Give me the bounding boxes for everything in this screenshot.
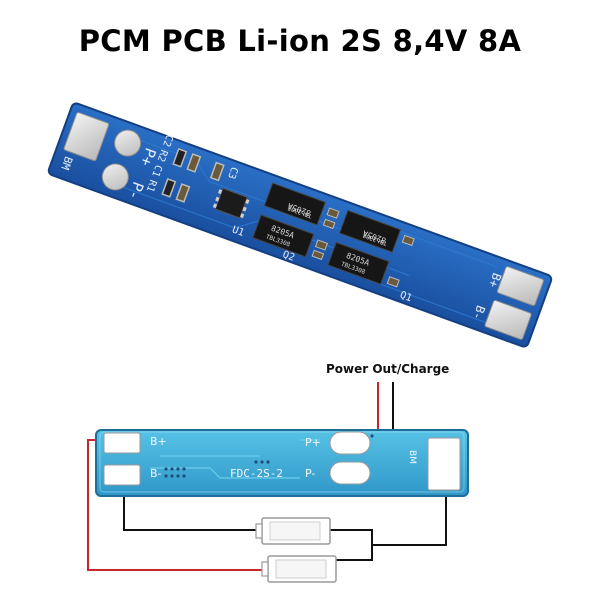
mosfet-chip-3: 8205A TBL3308	[338, 209, 402, 253]
passive-components	[161, 147, 225, 203]
board-model-label: FDC-2S-2	[230, 467, 283, 480]
diagram-p-minus-pad	[329, 461, 371, 485]
c1-silk-label: C1	[149, 163, 163, 178]
u1-silk-label: U1	[230, 224, 245, 238]
diagram-b-plus-label: B+	[150, 435, 167, 448]
black-wire-bm	[372, 490, 447, 546]
bm-pad	[63, 112, 110, 162]
c3-silk-label: C3	[225, 165, 239, 180]
black-wire-mid	[330, 529, 373, 561]
p-minus-pad	[101, 163, 129, 191]
p-minus-silk-label: P-	[124, 179, 147, 202]
b-plus-silk-label: B+	[486, 271, 504, 289]
battery-cell-2	[261, 555, 337, 583]
mosfet-chip-1: 8205A TBL3308	[263, 182, 326, 226]
diagram-b-plus-pad	[103, 432, 141, 454]
p-plus-silk-label: P+	[137, 145, 160, 168]
diagram-p-plus-pad	[329, 431, 371, 455]
q2-silk-label: Q2	[281, 249, 296, 263]
diagram-b-minus-pad	[103, 464, 141, 486]
r2-silk-label: R2	[155, 148, 169, 163]
diagram-b-minus-label: B-	[150, 467, 162, 480]
mosfet-chip-4: 8205A TBL3308	[327, 241, 390, 285]
r1-silk-label: R1	[144, 178, 158, 193]
b-minus-silk-label: B-	[470, 303, 488, 321]
bm-silk-label: BM	[58, 155, 75, 172]
page-title: PCM PCB Li-ion 2S 8,4V 8A	[78, 24, 522, 58]
c2-silk-label: C2	[160, 133, 174, 148]
battery-cell-1	[255, 517, 331, 545]
p-plus-pad	[114, 129, 142, 157]
b-minus-pad	[484, 299, 532, 340]
top-pcb-board: BM P+ P- R1 C1 R2 C2 C3 U1 8205A	[47, 102, 553, 348]
u1-chip	[212, 187, 250, 219]
q1-silk-label: Q1	[398, 290, 413, 304]
diagram-pcb-board	[95, 429, 469, 497]
diagram-p-plus-label: P+	[305, 436, 321, 449]
b-plus-pad	[496, 266, 544, 306]
power-out-label: Power Out/Charge	[326, 362, 450, 376]
diagram-bm-pad	[427, 437, 461, 491]
mosfet-chip-2: 8205A TBL3308	[252, 214, 315, 258]
diagram-p-minus-label: P-	[305, 467, 316, 480]
diagram-bm-label: BM	[406, 450, 417, 464]
